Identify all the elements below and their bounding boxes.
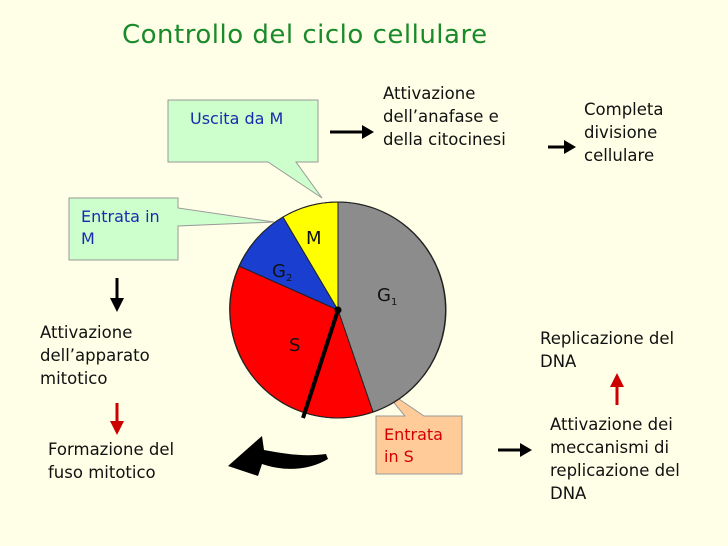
phase-g2-subscript: 2 — [285, 273, 293, 284]
arrow-down-black — [110, 278, 124, 312]
meccanismi-text: Attivazione dei meccanismi di replicazio… — [550, 415, 680, 503]
replicazione-text: Replicazione del DNA — [540, 329, 675, 371]
entry-s-label-line1: Entrata — [384, 425, 443, 444]
phase-g2-label: G2 — [272, 261, 293, 284]
page-title: Controllo del ciclo cellulare — [122, 20, 488, 50]
cell-cycle-wheel — [229, 201, 447, 419]
entry-m-callout-shape — [68, 197, 275, 261]
exit-m-label: Uscita da M — [190, 109, 284, 128]
entry-m-label-line2: M — [81, 229, 95, 248]
phase-s-label: S — [289, 335, 301, 356]
apparato-text: Attivazione dell’apparato mitotico — [40, 323, 150, 388]
wheel-outline — [229, 201, 447, 419]
phase-g1-subscript: 1 — [390, 297, 398, 308]
fuso-text: Formazione del fuso mitotico — [48, 440, 175, 482]
phase-g1-label: G1 — [377, 285, 398, 308]
clock-hand — [301, 309, 340, 419]
arrow-up-red — [610, 373, 624, 405]
arrow-anafase — [330, 125, 374, 139]
entry-s-label-line2: in S — [384, 447, 414, 466]
arrow-completa — [548, 140, 576, 154]
completa-text: Completa divisione cellulare — [584, 100, 664, 165]
anafase-text: Attivazione dell’anafase e della citocin… — [383, 84, 506, 149]
rotation-arrow — [228, 436, 328, 476]
entry-s-callout-shape — [375, 385, 463, 475]
phase-m-label: M — [306, 228, 322, 249]
exit-m-callout-shape — [167, 99, 323, 199]
clock-hand-pivot — [334, 306, 342, 314]
arrow-entry-s — [498, 443, 532, 457]
arrow-down-red — [110, 403, 124, 435]
entry-m-label-line1: Entrata in — [81, 207, 160, 226]
